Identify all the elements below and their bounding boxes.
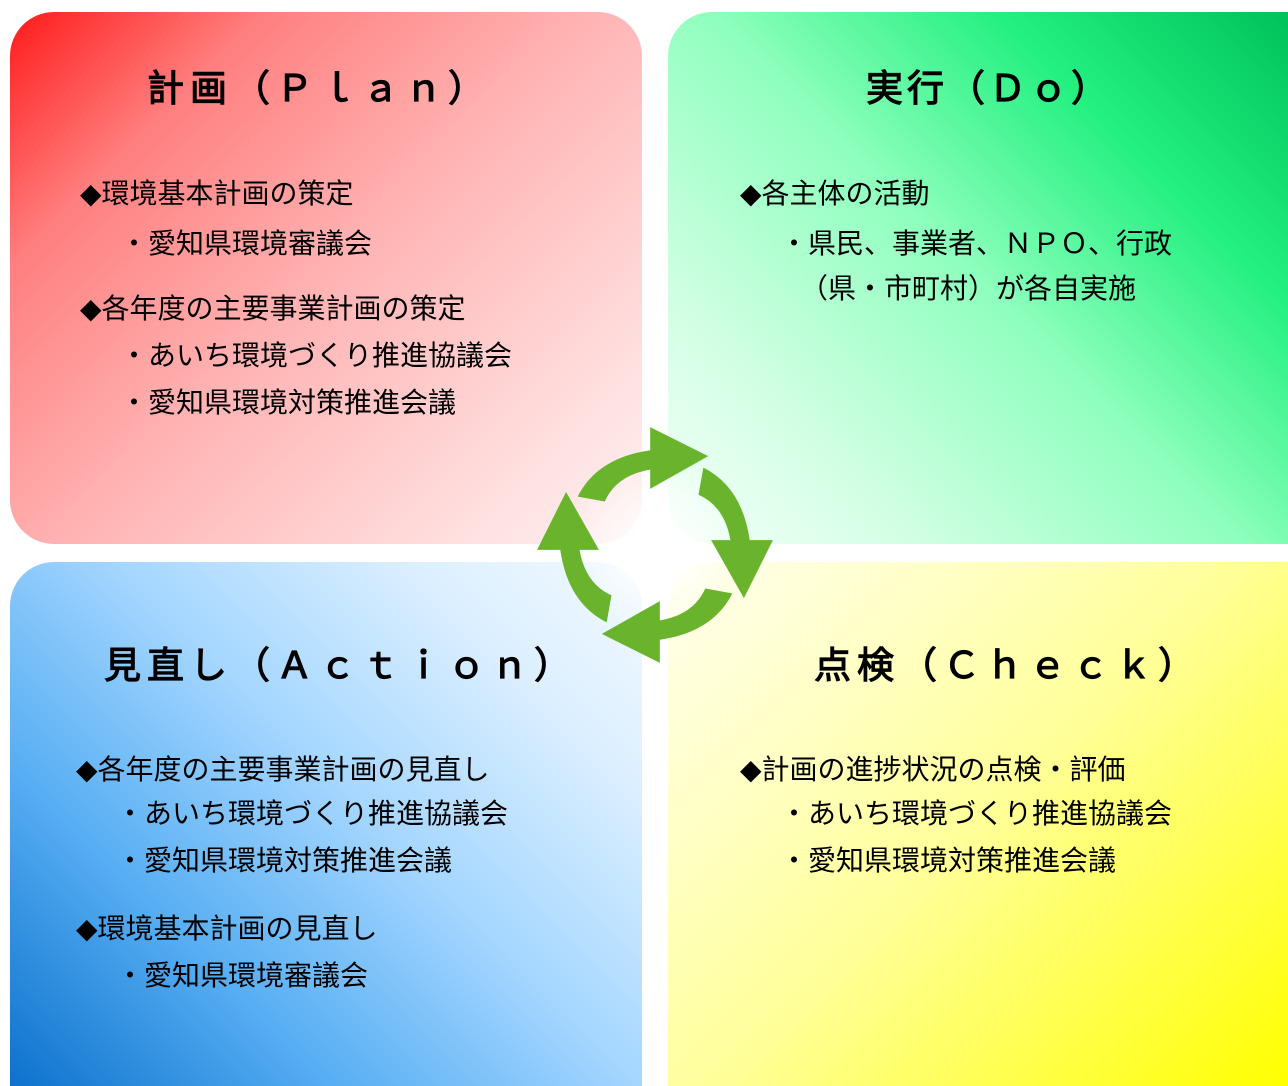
plan-item-1: ◆環境基本計画の策定 xyxy=(80,177,354,210)
do-heading: 実行（Ｄｏ） xyxy=(866,67,1112,110)
cycle-arrows-icon xyxy=(537,427,773,663)
check-item-2: ・あいち環境づくり推進協議会 xyxy=(780,797,1173,830)
arrow-do-to-check xyxy=(698,467,773,599)
check-item-1: ◆計画の進捗状況の点検・評価 xyxy=(740,753,1126,786)
action-heading: 見直し（Ａｃｔｉｏｎ） xyxy=(104,644,577,687)
check-heading: 点検（Ｃｈｅｃｋ） xyxy=(814,644,1201,687)
action-item-2: ・あいち環境づくり推進協議会 xyxy=(116,797,509,830)
action-item-1: ◆各年度の主要事業計画の見直し xyxy=(76,753,490,786)
do-item-1: ◆各主体の活動 xyxy=(740,177,930,210)
action-item-5: ・愛知県環境審議会 xyxy=(116,959,369,992)
do-panel xyxy=(668,12,1288,544)
action-panel xyxy=(10,562,642,1086)
plan-item-4: ・あいち環境づくり推進協議会 xyxy=(120,339,513,372)
do-item-3: （県・市町村）が各自実施 xyxy=(800,272,1137,305)
arrow-action-to-plan xyxy=(537,491,612,623)
arrow-check-to-action xyxy=(601,588,733,663)
check-panel xyxy=(668,562,1288,1086)
plan-heading: 計画（Ｐｌａｎ） xyxy=(147,67,491,110)
plan-item-2: ・愛知県環境審議会 xyxy=(120,227,373,260)
cycle-arrow-group xyxy=(537,427,773,663)
do-item-2: ・県民、事業者、ＮＰＯ、行政 xyxy=(780,227,1173,260)
arrow-plan-to-do xyxy=(577,427,709,502)
action-item-4: ◆環境基本計画の見直し xyxy=(76,912,378,945)
action-item-3: ・愛知県環境対策推進会議 xyxy=(116,844,453,877)
plan-item-3: ◆各年度の主要事業計画の策定 xyxy=(80,292,466,325)
check-item-3: ・愛知県環境対策推進会議 xyxy=(780,844,1117,877)
plan-panel xyxy=(10,12,642,544)
plan-item-5: ・愛知県環境対策推進会議 xyxy=(120,386,457,419)
